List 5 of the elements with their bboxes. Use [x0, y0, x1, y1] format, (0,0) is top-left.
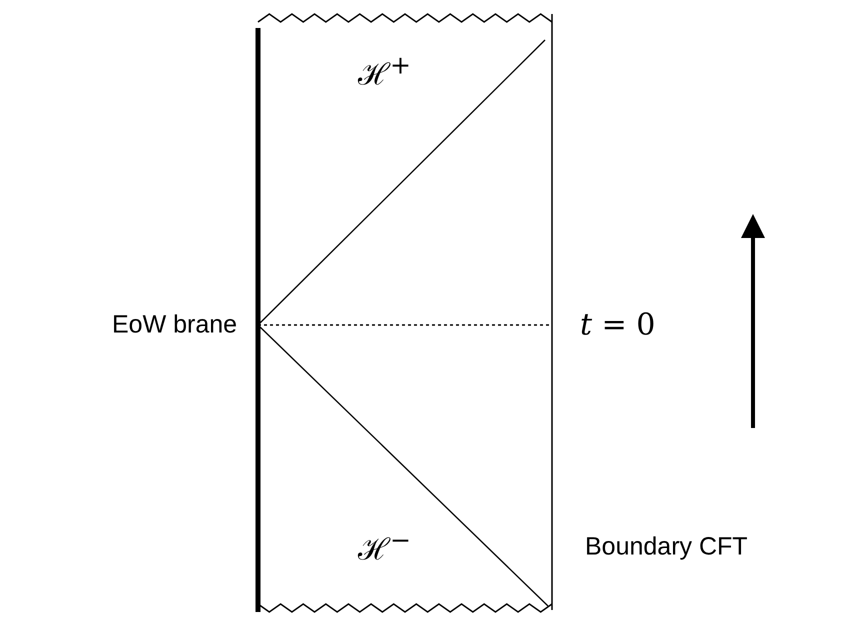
brane-label: EoW brane [112, 310, 238, 340]
math-label: ℋ$^{+}$ [358, 50, 411, 94]
boundary-label: Boundary CFT [585, 532, 748, 562]
time-label: t = 0 [580, 308, 656, 342]
math-label: ℋ$^{−}$ [358, 526, 411, 568]
